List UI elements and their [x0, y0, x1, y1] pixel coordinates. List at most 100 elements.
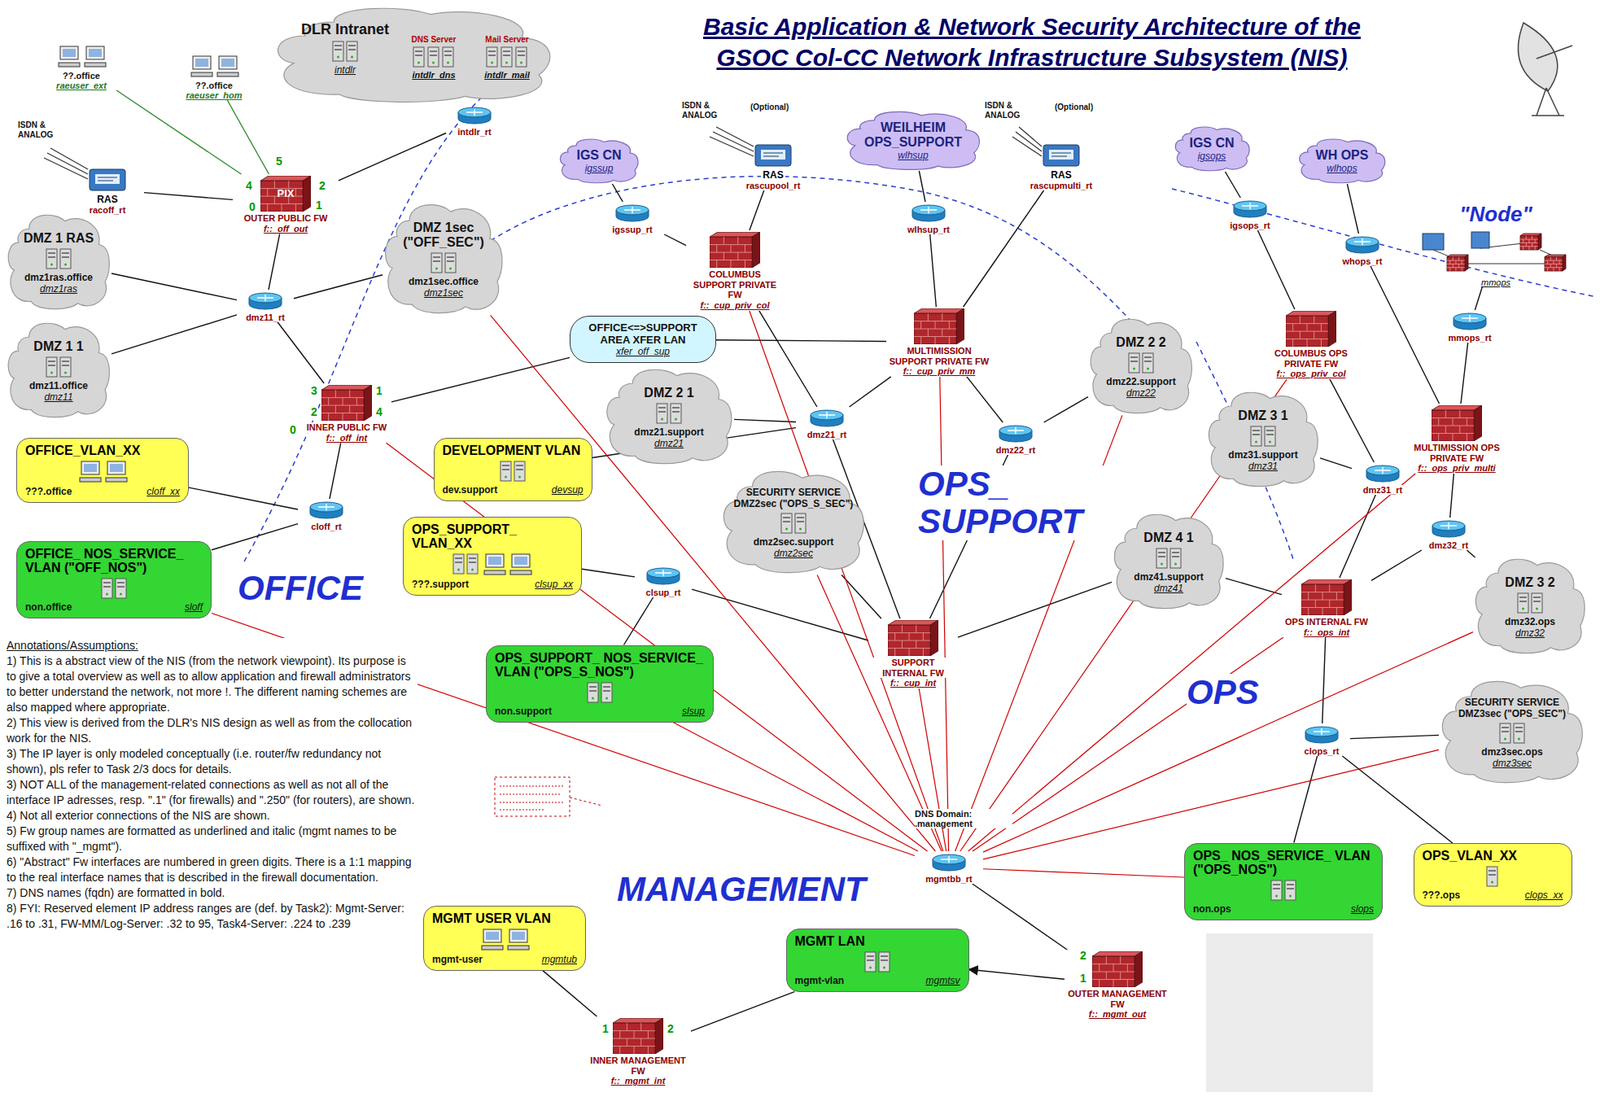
interface-number: 2	[666, 1022, 675, 1036]
keyboard	[79, 477, 101, 482]
server	[46, 357, 57, 377]
firewall-front	[612, 1022, 656, 1054]
network-link	[759, 310, 818, 407]
fw-group-name: igssup	[571, 162, 627, 175]
network-link	[1350, 734, 1439, 739]
server	[101, 578, 113, 599]
area-name: "Node"	[1406, 201, 1586, 228]
server-led	[1517, 737, 1521, 740]
server-slot	[1533, 596, 1541, 599]
interface-number: 1	[314, 198, 324, 212]
firewall-icon-holder	[612, 1018, 664, 1054]
network-link	[716, 340, 887, 342]
firewall-side	[1343, 579, 1352, 616]
router-arrows	[655, 569, 672, 577]
zone-name: SECURITY SERVICE DMZ3sec ("OPS_SEC")	[1451, 697, 1573, 721]
firewall-top	[887, 620, 939, 626]
router-icon-holder	[910, 203, 947, 223]
server	[515, 47, 527, 67]
firewall-top	[1092, 951, 1143, 957]
keyboard	[510, 570, 532, 575]
ras-body	[89, 169, 126, 191]
firewall-top	[321, 384, 372, 390]
router-arrows	[1313, 728, 1330, 735]
vlan-box: OFFICE_ NOS_SERVICE_ VLAN ("OFF_NOS")non…	[16, 541, 212, 619]
cloud-shape	[1114, 514, 1224, 608]
server	[486, 47, 498, 67]
server-slot	[48, 252, 56, 254]
server	[781, 513, 792, 534]
diagram-title: Basic Application & Network Security Arc…	[696, 11, 1369, 74]
router-top	[616, 205, 649, 215]
router-name: clops_rt	[1302, 746, 1342, 757]
zone-boundary	[1171, 188, 1597, 298]
label-holder: DNS Domain: .management	[914, 808, 1013, 829]
vlan-footer: non.opsslops	[1193, 903, 1374, 915]
interface-number: 0	[248, 200, 257, 214]
interface-number: 2	[310, 405, 319, 419]
network-link	[1329, 379, 1374, 463]
label-holder: 2	[666, 1022, 675, 1036]
fw-icon	[1285, 310, 1337, 347]
management-link	[490, 314, 936, 852]
fw-group-name: f::_ops_priv_col	[1275, 368, 1348, 380]
annotation-note: 6) "Abstract" Fw interfaces are numbered…	[6, 854, 418, 886]
network-link	[918, 170, 926, 202]
cloud-outline	[1111, 512, 1226, 611]
server	[1264, 426, 1276, 446]
server-led	[105, 592, 109, 595]
server	[60, 249, 71, 269]
server-slot	[515, 464, 524, 467]
fw-group-name: dmz22	[1101, 387, 1181, 399]
router-icon-holder	[808, 408, 845, 429]
server	[431, 253, 442, 273]
fw-group-name: raeuser_ext	[54, 80, 109, 91]
interface-number: 4	[244, 179, 254, 193]
keyboard	[481, 945, 503, 950]
server-slot	[103, 581, 111, 584]
w2-icon	[187, 54, 241, 79]
vlan-footer: dev.supportdevsup	[442, 484, 584, 496]
network-link	[1466, 550, 1475, 558]
management-link	[972, 637, 1284, 852]
interface-number: 2	[1079, 948, 1088, 962]
server-slot	[348, 44, 356, 47]
fw-group-name: intdlr_mail	[476, 69, 538, 80]
router: dmz22_rt	[984, 422, 1047, 455]
zone-name: DMZ 1 1	[18, 339, 99, 355]
label-holder: 1	[314, 198, 324, 212]
vlan-name: OFFICE_VLAN_XX	[25, 443, 180, 459]
server-slot	[1130, 356, 1138, 359]
network-link	[930, 234, 937, 307]
server	[1486, 866, 1498, 887]
server-led	[518, 475, 521, 478]
keyboard	[58, 62, 80, 67]
note-label: (Optional)	[750, 102, 789, 113]
firewall-side	[655, 1018, 664, 1054]
isdn-wire	[709, 126, 754, 157]
fw-group-name: f::_mgmt_out	[1087, 1009, 1148, 1020]
fw-group-name: f::_cup_priv_mm	[901, 366, 978, 377]
note-label: ISDN & ANALOG	[984, 100, 1031, 121]
ras-icon	[88, 166, 127, 193]
monitor	[485, 554, 504, 568]
dev-icon	[1414, 228, 1578, 276]
router-name: dmz21_rt	[805, 429, 849, 440]
screen	[511, 931, 525, 940]
router-name: racoff_rt	[87, 205, 128, 215]
fw-group-name: slsup	[681, 705, 705, 717]
screen	[514, 556, 528, 565]
server-led	[119, 592, 123, 595]
ras-icon	[754, 141, 792, 168]
firewall-side	[1134, 951, 1143, 988]
fw-group-name: f::_off_out	[262, 223, 310, 235]
keyboard	[484, 570, 506, 575]
firewall-top	[612, 1018, 664, 1023]
cloud-shape	[723, 471, 864, 573]
fw-group-name: f::_ops_int	[1302, 627, 1351, 639]
server-slot	[880, 955, 888, 958]
server-led	[591, 696, 595, 700]
firewall-side	[302, 175, 311, 212]
network-link	[966, 376, 1003, 423]
server-slot	[432, 260, 441, 263]
